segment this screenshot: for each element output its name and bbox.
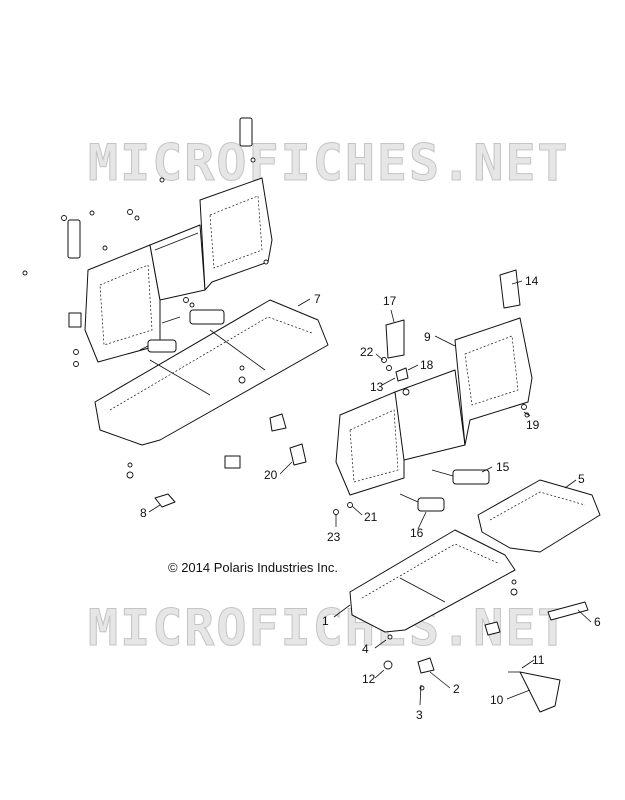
callout-23: 23 <box>327 530 341 544</box>
callout-7: 7 <box>314 292 321 306</box>
rear-seat-headrest-bracket <box>67 117 253 328</box>
rear-seat-backrest <box>84 177 273 363</box>
callout-labels: 1 2 3 4 5 6 7 8 9 10 11 12 13 14 15 16 1… <box>140 274 601 722</box>
callout-leaders <box>148 280 592 706</box>
callout-1: 1 <box>322 614 329 628</box>
callout-13: 13 <box>370 380 384 394</box>
callout-17: 17 <box>383 294 397 308</box>
callout-9: 9 <box>424 330 431 344</box>
callout-4: 4 <box>362 642 369 656</box>
callout-11: 11 <box>532 653 545 667</box>
front-seat-hardware <box>289 357 589 713</box>
callout-8: 8 <box>140 506 147 520</box>
callout-20: 20 <box>264 468 278 482</box>
callout-21: 21 <box>364 510 378 524</box>
callout-6: 6 <box>594 615 601 629</box>
callout-15: 15 <box>496 460 510 474</box>
callout-14: 14 <box>525 274 539 288</box>
front-seat-cushion-1 <box>349 529 516 633</box>
front-seat-cushion-5 <box>477 479 601 553</box>
rear-seat-belt-buckles <box>139 309 225 353</box>
watermark-top: MICROFICHES.NET <box>88 134 570 192</box>
front-seat-backrest <box>335 317 533 496</box>
callout-10: 10 <box>490 693 504 707</box>
callout-19: 19 <box>526 418 540 432</box>
callout-12: 12 <box>362 672 376 686</box>
rear-seat-hardware <box>22 157 287 508</box>
callout-22: 22 <box>360 345 374 359</box>
callout-5: 5 <box>578 472 585 486</box>
callout-16: 16 <box>410 526 424 540</box>
callout-2: 2 <box>453 682 460 696</box>
rear-seat-cushion <box>94 299 329 446</box>
front-seat-headrest <box>385 269 521 359</box>
callout-18: 18 <box>420 358 434 372</box>
callout-3: 3 <box>416 708 423 722</box>
front-seat-belt-buckles <box>399 469 490 512</box>
copyright-notice: © 2014 Polaris Industries Inc. <box>168 560 338 575</box>
